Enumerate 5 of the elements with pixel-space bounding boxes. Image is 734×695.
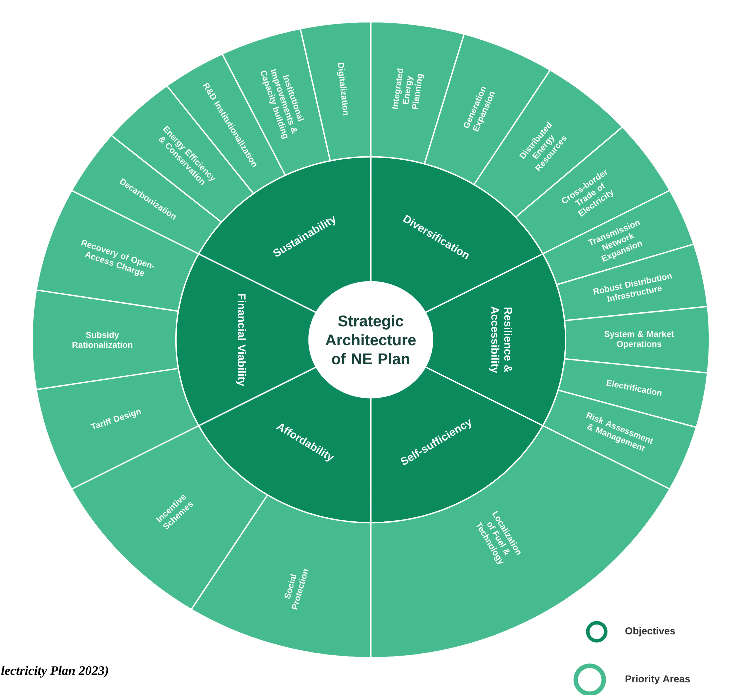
priority-area-segment: System & Market Operations [564,306,710,374]
legend-label: Priority Areas [626,675,690,685]
caption: lectricity Plan 2023) [2,666,108,678]
priority-area-segment: Subsidy Rationalization [32,290,180,390]
priority-area-segment: Tariff Design [36,368,200,490]
